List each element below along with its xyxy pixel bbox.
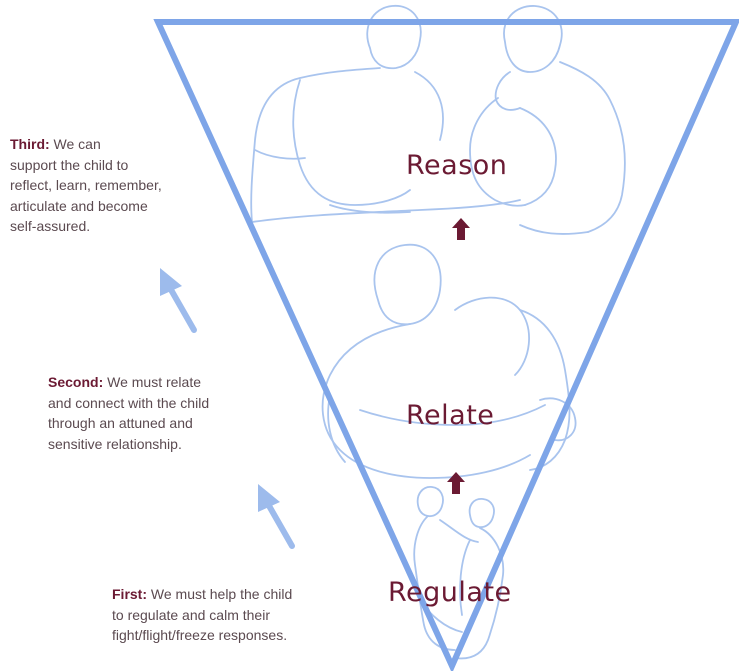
note-first-label: First: (112, 586, 147, 602)
note-third-line: self-assured. (10, 218, 90, 234)
note-first-line: We must help the child (147, 586, 292, 602)
note-second-line: sensitive relationship. (48, 436, 182, 452)
note-third-label: Third: (10, 136, 50, 152)
inverted-triangle (158, 22, 736, 666)
note-third-line: articulate and become (10, 198, 148, 214)
second-stage-arrow-icon (258, 484, 292, 546)
stage-label-reason: Reason (406, 150, 507, 181)
note-third-line: We can (50, 136, 101, 152)
note-second-label: Second: (48, 374, 103, 390)
note-third-line: reflect, learn, remember, (10, 177, 162, 193)
stage-label-relate: Relate (406, 400, 494, 431)
note-second-line: We must relate (103, 374, 201, 390)
reason-figures-illustration (251, 6, 625, 234)
note-first-line: fight/flight/freeze responses. (112, 627, 287, 643)
note-third-line: support the child to (10, 157, 128, 173)
stage-label-regulate: Regulate (388, 577, 512, 608)
note-first-line: to regulate and calm their (112, 607, 270, 623)
relate-up-arrow-icon (447, 472, 465, 494)
reason-up-arrow-icon (452, 218, 470, 240)
note-second-line: through an attuned and (48, 415, 193, 431)
note-first: First: We must help the child to regulat… (112, 584, 292, 646)
third-stage-arrow-icon (160, 268, 194, 330)
relate-figures-illustration (323, 245, 576, 478)
note-third: Third: We can support the child to refle… (10, 134, 162, 237)
note-second: Second: We must relate and connect with … (48, 372, 209, 454)
note-second-line: and connect with the child (48, 395, 209, 411)
